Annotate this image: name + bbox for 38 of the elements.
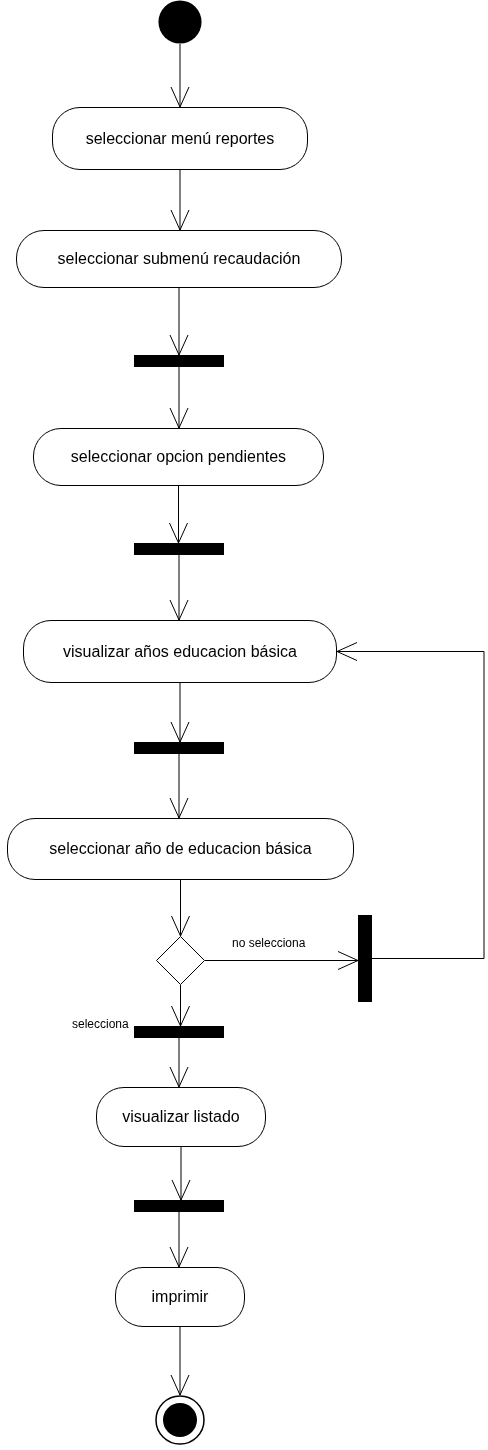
arrow: [169, 554, 189, 621]
sync-bar: [134, 1026, 224, 1038]
arrow: [169, 753, 189, 819]
action-label: seleccionar menú reportes: [85, 129, 275, 148]
action-box: [23, 620, 337, 683]
action-box: [96, 1087, 266, 1147]
arrow: [171, 879, 190, 937]
arrow: [169, 287, 189, 356]
action-label: seleccionar opcion pendientes: [70, 448, 287, 466]
sync-bar: [134, 1200, 224, 1212]
action-box: [52, 107, 308, 170]
action-label: visualizar listado: [122, 1108, 240, 1126]
sync-bar: [134, 355, 224, 367]
arrow: [170, 682, 190, 743]
action-label: seleccionar año de educacion básica: [49, 840, 312, 858]
arrow: [204, 951, 359, 970]
arrow: [170, 1326, 190, 1396]
arrow: [169, 1211, 189, 1268]
arrow: [171, 1146, 191, 1201]
action-box: [115, 1267, 245, 1327]
arrow: [169, 366, 189, 429]
sync-bar: [134, 742, 224, 754]
action-box: [7, 818, 354, 880]
action-label: visualizar años educacion básica: [63, 642, 297, 661]
arrow: [171, 984, 190, 1027]
action-label: seleccionar submenú recaudación: [57, 250, 301, 268]
action-box: [16, 230, 342, 288]
arrow: [169, 1037, 189, 1088]
sync-bar: [134, 543, 224, 555]
arrow: [336, 642, 485, 959]
arrow: [169, 485, 188, 544]
arrow: [170, 169, 190, 231]
arrow: [170, 43, 190, 108]
edge-label: no selecciona: [230, 936, 308, 950]
action-label: imprimir: [151, 1288, 209, 1306]
sync-bar: [358, 915, 372, 1002]
action-box: [33, 428, 324, 486]
edge-label: selecciona: [70, 1017, 131, 1031]
